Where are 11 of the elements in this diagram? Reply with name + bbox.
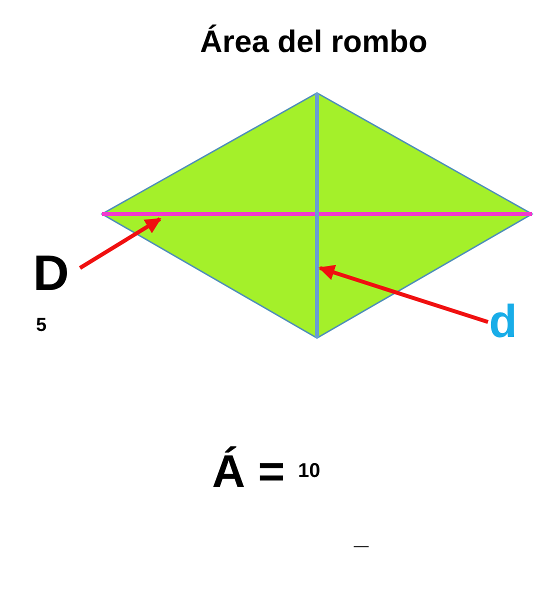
formula-label: Á = <box>212 448 285 494</box>
diagonal-letter: D <box>33 248 70 298</box>
diagonal-letter: d <box>489 298 518 344</box>
long-diagonal <box>102 212 532 216</box>
arrow <box>318 264 489 324</box>
arrow <box>78 217 162 270</box>
short-diagonal <box>315 93 319 338</box>
blank-line: _ <box>354 522 368 548</box>
number-label: 5 <box>36 316 47 335</box>
number-label: 10 <box>298 461 320 481</box>
title: Área del rombo <box>200 26 428 57</box>
